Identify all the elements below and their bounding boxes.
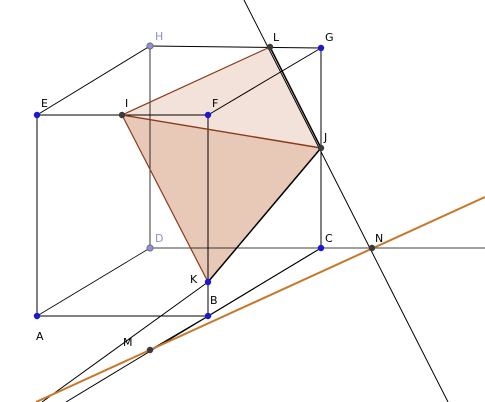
label-A: A [36,330,44,343]
section-edge-LJ [269,46,322,149]
label-K: K [190,273,198,286]
label-M: M [123,336,133,349]
section-polygon-lower [122,115,321,282]
label-I: I [125,97,128,110]
section-edge-KJ [207,147,322,283]
section-edge-IJ [121,114,322,149]
point-K [204,278,212,286]
point-L [266,43,274,51]
edge-FG [207,47,322,116]
label-J: J [323,131,327,144]
section-edge-IL [121,46,271,116]
point-D [146,244,154,252]
point-E [33,111,41,119]
point-B [204,312,212,320]
point-C [317,244,325,252]
edge-HG [149,45,322,49]
line-M-K [41,281,209,402]
label-F: F [212,97,218,110]
edge-DA [36,247,151,317]
label-B: B [210,294,218,307]
label-N: N [375,232,383,245]
point-M [146,346,154,354]
label-L: L [273,31,280,44]
label-C: C [325,232,333,245]
point-N [368,244,376,252]
point-I [118,111,126,119]
point-G [317,44,325,52]
label-D: D [155,232,163,245]
line-through-L-J-N [243,0,449,402]
label-H: H [155,30,163,43]
point-H [146,42,154,50]
point-A [33,312,41,320]
edge-EH [36,45,151,116]
label-E: E [41,97,48,110]
point-J [317,144,325,152]
section-edge-IK [121,114,209,283]
line-AB-to-M [149,315,209,351]
point-F [204,111,212,119]
section-trace-line [35,196,485,402]
line-M-C [65,247,322,402]
label-G: G [325,31,334,44]
